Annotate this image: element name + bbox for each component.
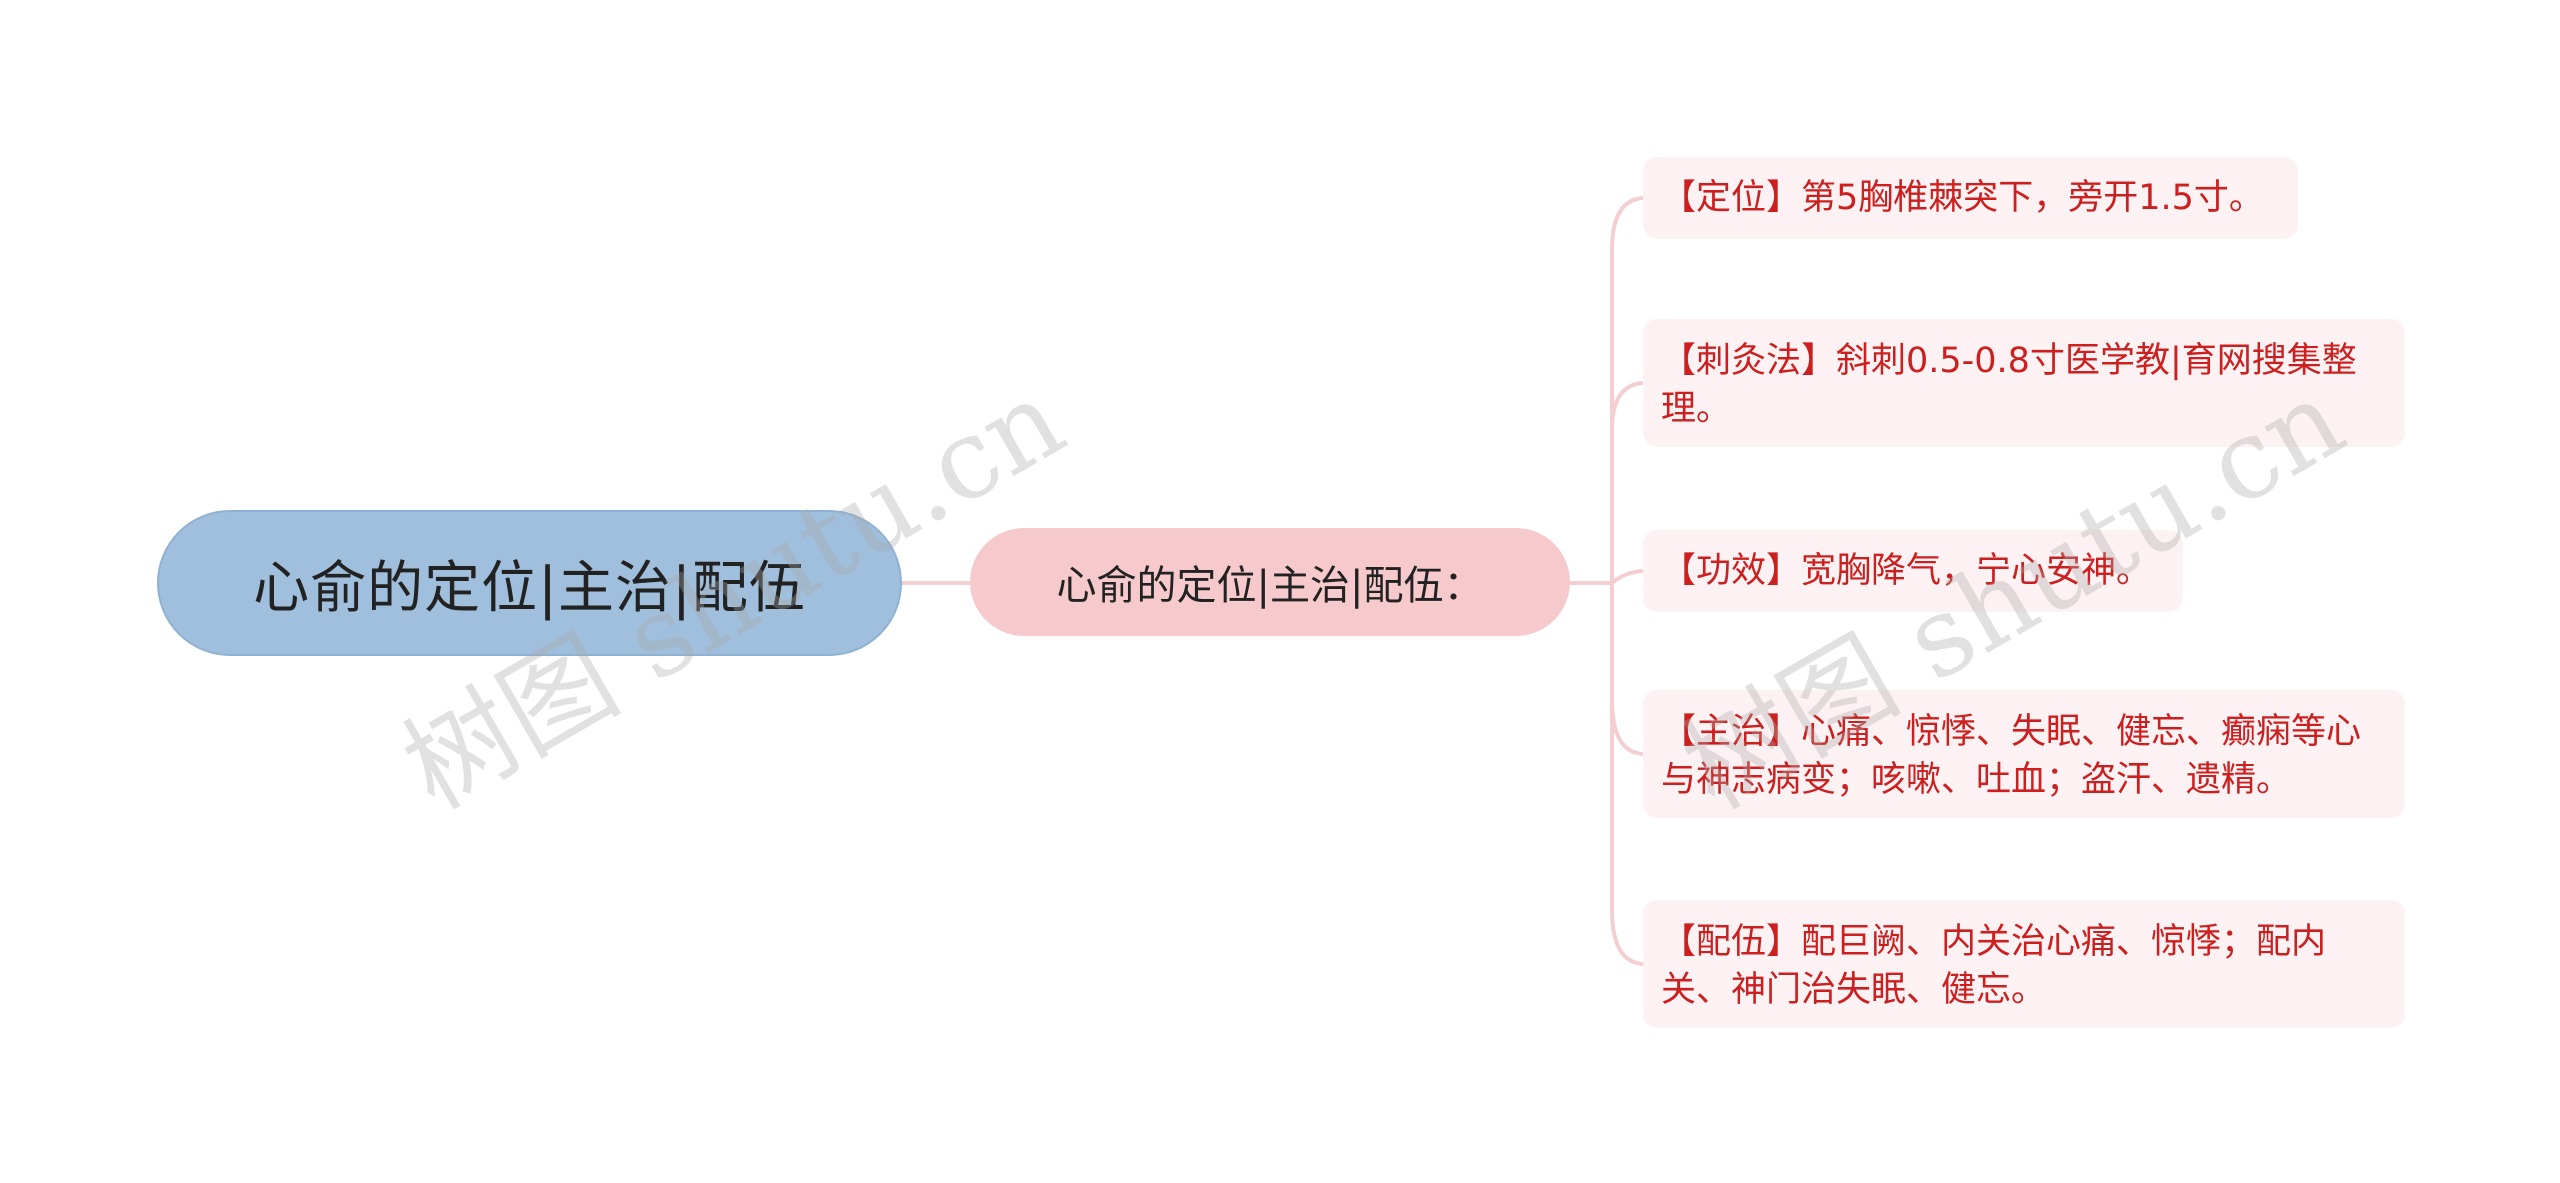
- leaf-topic-indications[interactable]: 【主治】心痛、惊悸、失眠、健忘、癫痫等心与神志病变；咳嗽、吐血；盗汗、遗精。: [1643, 690, 2405, 818]
- connector-leaf-4: [1610, 583, 1644, 966]
- root-topic[interactable]: 心俞的定位|主治|配伍: [157, 510, 902, 656]
- leaf-topic-needling[interactable]: 【刺灸法】斜刺0.5-0.8寸医学教|育网搜集整理。: [1643, 319, 2405, 447]
- leaf-text: 【主治】心痛、惊悸、失眠、健忘、癫痫等心与神志病变；咳嗽、吐血；盗汗、遗精。: [1661, 712, 2362, 800]
- connector-leaf-1: [1610, 381, 1644, 583]
- root-topic-label: 心俞的定位|主治|配伍: [253, 555, 806, 621]
- subtopic[interactable]: 心俞的定位|主治|配伍：: [970, 528, 1570, 636]
- leaf-text: 【功效】宽胸降气，宁心安神。: [1661, 551, 2152, 591]
- leaf-topic-efficacy[interactable]: 【功效】宽胸降气，宁心安神。: [1643, 530, 2183, 612]
- leaf-text: 【配伍】配巨阙、内关治心痛、惊悸；配内关、神门治失眠、健忘。: [1661, 922, 2327, 1010]
- connector-leaf-0: [1610, 196, 1644, 583]
- leaf-topic-location[interactable]: 【定位】第5胸椎棘突下，旁开1.5寸。: [1643, 157, 2298, 239]
- subtopic-label: 心俞的定位|主治|配伍：: [1056, 563, 1484, 609]
- connector-leaf-2: [1610, 569, 1644, 585]
- connector-leaf-3: [1610, 583, 1644, 756]
- leaf-text: 【刺灸法】斜刺0.5-0.8寸医学教|育网搜集整理。: [1661, 341, 2357, 429]
- leaf-text: 【定位】第5胸椎棘突下，旁开1.5寸。: [1661, 178, 2264, 218]
- leaf-topic-combination[interactable]: 【配伍】配巨阙、内关治心痛、惊悸；配内关、神门治失眠、健忘。: [1643, 900, 2405, 1028]
